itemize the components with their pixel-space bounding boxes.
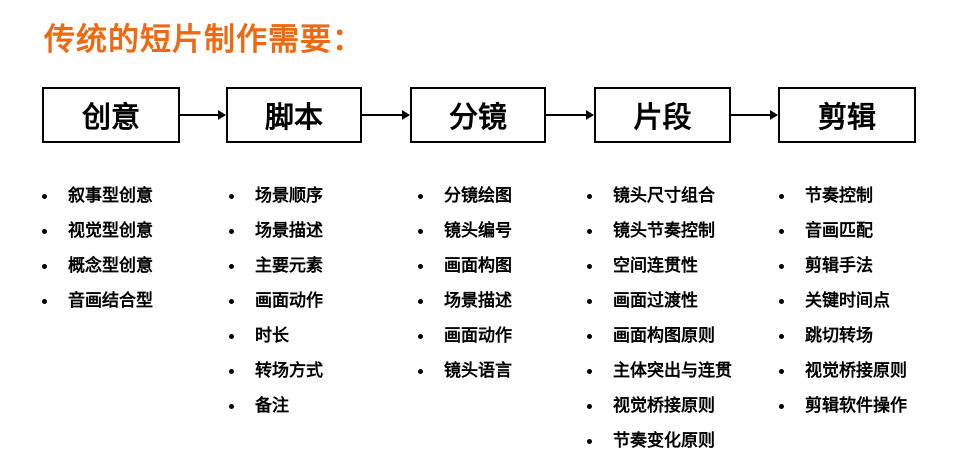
list-item: 场景描述	[229, 218, 323, 253]
list-item: 音画匹配	[779, 218, 907, 253]
flow-arrow-2	[362, 110, 410, 120]
stage-box-script: 脚本	[226, 87, 362, 143]
list-item: 音画结合型	[42, 288, 153, 323]
flow-arrow-1	[180, 110, 226, 120]
list-item: 视觉型创意	[42, 218, 153, 253]
flow-arrow-4	[731, 110, 778, 120]
edit-item-list: 节奏控制 音画匹配 剪辑手法 关键时间点 跳切转场 视觉桥接原则 剪辑软件操作	[779, 183, 907, 428]
script-item-list: 场景顺序 场景描述 主要元素 画面动作 时长 转场方式 备注	[229, 183, 323, 428]
storyboard-item-list: 分镜绘图 镜头编号 画面构图 场景描述 画面动作 镜头语言	[418, 183, 512, 393]
list-item: 主体突出与连贯	[587, 358, 732, 393]
list-item: 剪辑软件操作	[779, 393, 907, 428]
list-item: 跳切转场	[779, 323, 907, 358]
list-item: 镜头语言	[418, 358, 512, 393]
list-item: 场景描述	[418, 288, 512, 323]
stage-box-storyboard: 分镜	[410, 87, 546, 143]
list-item: 镜头编号	[418, 218, 512, 253]
list-item: 画面构图	[418, 253, 512, 288]
list-item: 镜头尺寸组合	[587, 183, 732, 218]
clip-item-list: 镜头尺寸组合 镜头节奏控制 空间连贯性 画面过渡性 画面构图原则 主体突出与连贯…	[587, 183, 732, 463]
list-item: 视觉桥接原则	[587, 393, 732, 428]
list-item: 剪辑手法	[779, 253, 907, 288]
creative-item-list: 叙事型创意 视觉型创意 概念型创意 音画结合型	[42, 183, 153, 323]
flow-arrow-3	[546, 110, 594, 120]
list-item: 画面构图原则	[587, 323, 732, 358]
list-item: 时长	[229, 323, 323, 358]
list-item: 画面动作	[229, 288, 323, 323]
list-item: 节奏控制	[779, 183, 907, 218]
list-item: 视觉桥接原则	[779, 358, 907, 393]
list-item: 空间连贯性	[587, 253, 732, 288]
list-item: 场景顺序	[229, 183, 323, 218]
list-item: 概念型创意	[42, 253, 153, 288]
list-item: 分镜绘图	[418, 183, 512, 218]
stage-box-creative: 创意	[42, 87, 180, 143]
page-title: 传统的短片制作需要：	[44, 22, 364, 58]
list-item: 主要元素	[229, 253, 323, 288]
list-item: 转场方式	[229, 358, 323, 393]
stage-box-clip: 片段	[594, 87, 731, 143]
list-item: 关键时间点	[779, 288, 907, 323]
list-item: 节奏变化原则	[587, 428, 732, 463]
list-item: 画面过渡性	[587, 288, 732, 323]
list-item: 画面动作	[418, 323, 512, 358]
list-item: 叙事型创意	[42, 183, 153, 218]
list-item: 镜头节奏控制	[587, 218, 732, 253]
stage-box-edit: 剪辑	[778, 87, 916, 143]
list-item: 备注	[229, 393, 323, 428]
